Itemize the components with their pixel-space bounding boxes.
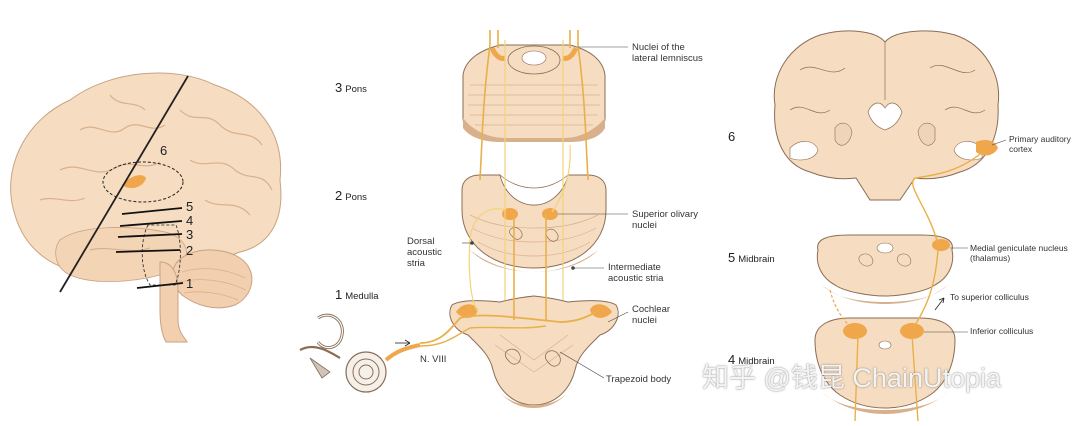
level-name: Pons	[345, 84, 367, 95]
brain-number-6: 6	[160, 143, 168, 158]
level-number: 2	[335, 188, 343, 203]
brain-number-4: 4	[186, 213, 194, 228]
cerebellum	[171, 249, 253, 309]
leader-lines-center	[462, 46, 629, 379]
cochlea-inner-ear	[299, 313, 421, 393]
level-number: 4	[728, 352, 736, 367]
label-medial-geniculate-nucleus: Medial geniculate nucleus (thalamus)	[970, 243, 1068, 263]
label-superior-olivary-nuclei: Superior olivary nuclei	[632, 209, 698, 231]
label-nuclei-lateral-lemniscus: Nuclei of the lateral lemniscus	[632, 42, 703, 64]
level-name: Midbrain	[738, 356, 775, 367]
leader-lines-right	[924, 139, 1007, 333]
inferior-colliculus-left	[843, 323, 867, 339]
label-cochlear-nuclei: Cochlear nuclei	[632, 304, 671, 326]
level-name: Medulla	[345, 291, 379, 302]
brain-number-3: 3	[186, 227, 194, 242]
auditory-pathways-center	[419, 30, 601, 347]
level-number: 6	[728, 129, 736, 144]
section-lines	[115, 207, 184, 289]
level-number: 1	[335, 287, 343, 302]
brainstem	[159, 261, 188, 343]
brain-number-1: 1	[186, 276, 194, 291]
auditory-cortex-spot	[122, 175, 146, 189]
brain-number-2: 2	[186, 243, 194, 258]
brainstem-outline	[141, 224, 181, 286]
superior-olive-right	[542, 208, 558, 220]
coronal-forebrain-section	[773, 30, 1000, 201]
level-name: Midbrain	[738, 254, 775, 265]
auditory-pathways-right	[829, 149, 986, 422]
mgn-nucleus	[932, 239, 950, 251]
label-primary-auditory-cortex: Primary auditory cortex	[1009, 134, 1071, 154]
section-1-medulla	[449, 295, 619, 408]
sulci	[39, 94, 273, 252]
label-dorsal-acoustic-stria: Dorsal acoustic stria	[407, 236, 442, 269]
label-inferior-colliculus: Inferior colliculus	[970, 326, 1034, 336]
level-number: 5	[728, 250, 736, 265]
brain-lateral-view	[10, 72, 282, 343]
label-intermediate-acoustic-stria: Intermediate acoustic stria	[608, 262, 664, 284]
section-2-pons	[461, 174, 607, 272]
level-number: 3	[335, 80, 343, 95]
brain-number-5: 5	[186, 199, 194, 214]
label-trapezoid-body: Trapezoid body	[606, 374, 672, 385]
section-5-midbrain	[816, 234, 954, 304]
label-to-superior-colliculus: To superior colliculus	[950, 292, 1029, 302]
watermark: 知乎 @钱昆 ChainUtopia	[702, 363, 1002, 393]
cortex-region-outline	[102, 161, 184, 203]
section-plane-line	[59, 75, 189, 293]
level-6: 6	[728, 129, 738, 144]
section-3-pons	[462, 44, 606, 142]
inferior-colliculus-right	[900, 323, 924, 339]
level-name: Pons	[345, 192, 367, 203]
label-nerve-viii: N. VIII	[420, 354, 447, 365]
